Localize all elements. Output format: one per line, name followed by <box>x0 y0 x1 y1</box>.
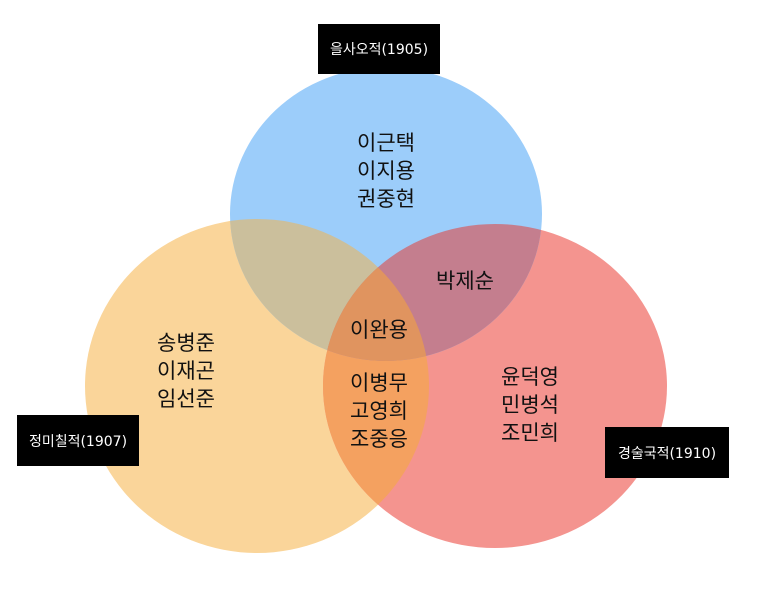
name: 윤덕영 <box>501 365 559 389</box>
label-eulsa: 을사오적(1905) <box>318 24 440 74</box>
overlap-blue-red <box>323 224 542 361</box>
overlap-blue-orange <box>230 219 429 361</box>
name: 이완용 <box>350 318 408 342</box>
label-jeongmi: 정미칠적(1907) <box>17 415 139 466</box>
name: 이지용 <box>357 159 415 183</box>
name: 조중응 <box>350 427 408 451</box>
name: 박제순 <box>436 269 494 293</box>
name: 조민희 <box>501 421 559 445</box>
name: 권중현 <box>357 187 415 211</box>
name: 민병석 <box>501 393 559 417</box>
name: 고영희 <box>350 399 408 423</box>
name: 송병준 <box>157 331 215 355</box>
name: 이병무 <box>350 371 408 395</box>
name: 이재곤 <box>157 359 215 383</box>
name: 이근택 <box>357 131 415 155</box>
name: 임선준 <box>157 387 215 411</box>
label-gyeongsul: 경술국적(1910) <box>605 427 729 478</box>
